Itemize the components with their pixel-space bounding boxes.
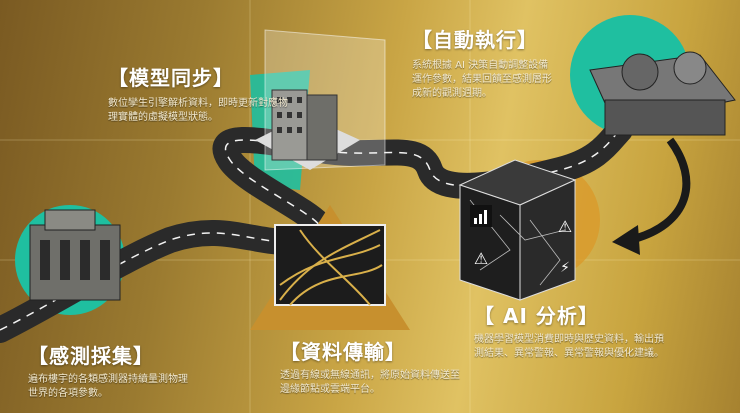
- sensor-building-image: [29, 209, 121, 301]
- step-title: 【 AI 分析】: [474, 304, 599, 328]
- digital-twin-building-image: [255, 89, 360, 170]
- hvac-machinery-image: [589, 51, 736, 136]
- step-data-transmission: 【資料傳輸】 透過有線或無線通訊，將原始資料傳送至邊緣節點或雲端平台。: [280, 336, 460, 397]
- arrowhead-icon: [612, 225, 640, 255]
- road-lane-marking: [0, 129, 621, 331]
- warning-icon: ⚠: [474, 249, 488, 268]
- step-description: 透過有線或無線通訊，將原始資料傳送至邊緣節點或雲端平台。: [280, 370, 460, 395]
- step-title: 【自動執行】: [412, 28, 538, 52]
- warning-icon: ⚠: [558, 217, 572, 236]
- cables-image: [274, 224, 386, 306]
- step-title: 【感測採集】: [28, 344, 154, 368]
- step-sensing: 【感測採集】 遍布樓宇的各類感測器持續量測物理世界的各項參數。: [28, 340, 188, 401]
- step-description: 系統根據 AI 決策自動調整設備運作參數，結果回饋至感測層形成新的觀測週期。: [412, 60, 552, 99]
- lightning-icon: ⚡: [560, 260, 570, 276]
- step-description: 機器學習模型消費即時與歷史資料，輸出預測結果、異常警報、異常警報與優化建議。: [474, 334, 664, 359]
- step-model-sync: 【模型同步】 數位孿生引擎解析資料，即時更新對應物理實體的虛擬模型狀態。: [108, 62, 288, 125]
- ai-neural-cube: ⚠ ⚠ ⚡: [458, 159, 577, 301]
- step-ai-analysis: 【 AI 分析】 機器學習模型消費即時與歷史資料，輸出預測結果、異常警報、異常警…: [474, 300, 664, 361]
- step-description: 遍布樓宇的各類感測器持續量測物理世界的各項參數。: [28, 374, 188, 399]
- step-title: 【資料傳輸】: [280, 340, 406, 364]
- feedback-arrow: [629, 137, 691, 244]
- step-title: 【模型同步】: [108, 66, 234, 90]
- step-auto-execute: 【自動執行】 系統根據 AI 決策自動調整設備運作參數，結果回饋至感測層形成新的…: [412, 24, 552, 101]
- step-description: 數位孿生引擎解析資料，即時更新對應物理實體的虛擬模型狀態。: [108, 98, 288, 123]
